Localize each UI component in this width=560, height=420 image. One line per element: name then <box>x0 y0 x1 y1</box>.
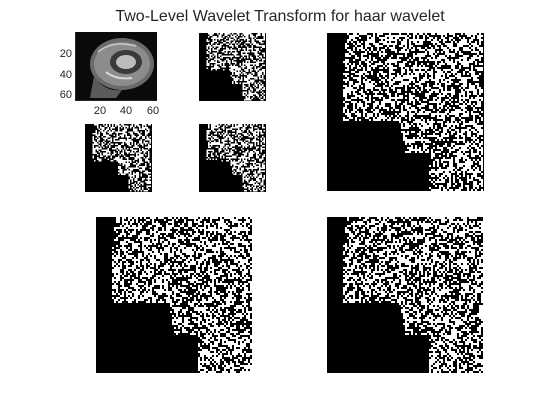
level2-diagonal-detail <box>199 124 266 192</box>
detail-noise <box>199 33 266 101</box>
level2-vertical-detail <box>85 124 152 192</box>
detail-noise <box>96 217 252 373</box>
detail-noise <box>327 217 483 373</box>
x-tick-label: 40 <box>119 105 133 117</box>
y-tick-label: 60 <box>59 89 72 101</box>
level1-horizontal-detail <box>327 33 484 191</box>
level1-vertical-detail <box>96 217 252 373</box>
x-tick-label: 20 <box>93 105 107 117</box>
approx-x-axis <box>75 100 157 101</box>
detail-noise <box>85 124 152 192</box>
approximation-image <box>76 32 157 100</box>
x-tick-label: 60 <box>146 105 160 117</box>
level2-horizontal-detail <box>199 33 266 101</box>
approximation-svg <box>76 32 157 100</box>
figure-title: Two-Level Wavelet Transform for haar wav… <box>115 8 445 25</box>
y-tick-label: 20 <box>59 48 72 60</box>
level1-diagonal-detail <box>327 217 483 373</box>
y-tick-label: 40 <box>59 69 72 81</box>
detail-noise <box>199 124 266 192</box>
detail-noise <box>327 33 484 191</box>
approx-y-axis <box>75 32 76 100</box>
